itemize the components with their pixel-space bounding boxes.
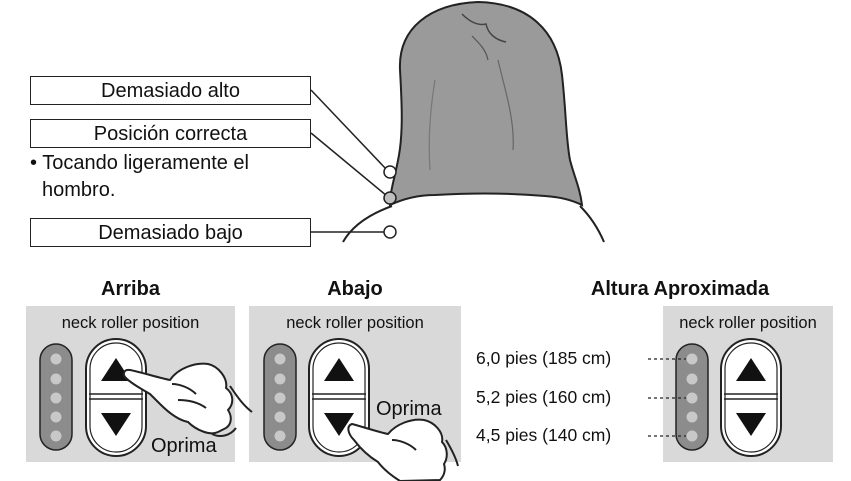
heading-arriba: Arriba (101, 278, 160, 300)
hair-shape (388, 0, 584, 207)
point-correct (383, 191, 397, 205)
shoulder-right (579, 205, 605, 243)
height-label-160: 5,2 pies (160 cm) (476, 387, 612, 407)
indicator-light (50, 373, 62, 385)
leader-lines (310, 89, 388, 233)
up-arrow-icon[interactable] (324, 358, 354, 381)
control-abajo (263, 338, 459, 481)
panel-caption-altura: neck roller position (679, 314, 817, 332)
indicator-light (274, 392, 286, 404)
label-too-low: Demasiado bajo (30, 218, 311, 247)
height-leader-lines (648, 358, 686, 437)
indicator-light (274, 353, 286, 365)
down-arrow-icon[interactable] (101, 413, 131, 436)
press-label-abajo: Oprima (376, 398, 442, 420)
control-altura (648, 338, 782, 457)
point-too-low (383, 225, 397, 239)
heading-abajo: Abajo (327, 278, 383, 300)
down-arrow-icon[interactable] (324, 413, 354, 436)
indicator-light (274, 373, 286, 385)
correct-position-note-line1: • Tocando ligeramente el (30, 152, 249, 174)
indicator-light (50, 353, 62, 365)
rocker-button[interactable] (720, 338, 782, 457)
down-arrow-icon[interactable] (736, 413, 766, 436)
pointing-hand-icon (347, 418, 459, 481)
rocker-button[interactable] (85, 338, 147, 457)
head-illustration (342, 0, 605, 243)
heading-altura: Altura Aproximada (590, 278, 770, 300)
control-arriba (39, 338, 253, 457)
indicator-light (50, 430, 62, 442)
pointing-hand-icon (122, 362, 253, 437)
indicator-light (686, 373, 698, 385)
point-too-high (383, 165, 397, 179)
panel-caption-abajo: neck roller position (286, 314, 424, 332)
indicator-light (274, 411, 286, 423)
indicator-light (50, 411, 62, 423)
indicator-light (686, 353, 698, 365)
indicator-light (686, 430, 698, 442)
panel-caption-arriba: neck roller position (61, 314, 200, 332)
up-arrow-icon[interactable] (736, 358, 766, 381)
press-label-arriba: Oprima (151, 435, 217, 457)
correct-position-note-line2: hombro. (42, 179, 116, 201)
label-too-high: Demasiado alto (30, 76, 311, 105)
shoulder-left (342, 205, 393, 243)
height-label-185: 6,0 pies (185 cm) (476, 348, 612, 368)
label-correct-position: Posición correcta (30, 119, 311, 148)
indicator-light (686, 411, 698, 423)
indicator-light (686, 392, 698, 404)
indicator-light (50, 392, 62, 404)
indicator-light (274, 430, 286, 442)
height-label-140: 4,5 pies (140 cm) (476, 425, 612, 445)
